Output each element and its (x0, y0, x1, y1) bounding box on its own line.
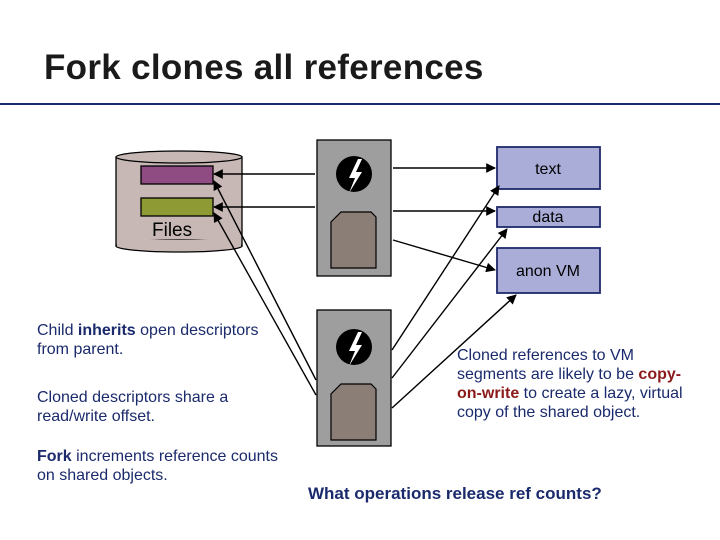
segment-text-box (496, 146, 601, 190)
child-reference-arrows (213, 180, 517, 409)
segment-data-label: data (532, 209, 563, 226)
slide-title: Fork clones all references (44, 48, 484, 87)
child-memory-space (330, 383, 377, 441)
segment-anon-vm-box (496, 247, 601, 294)
file-descriptor-purple (140, 165, 214, 185)
segment-anon-vm-label: anon VM (516, 263, 580, 280)
note-inherits: Child inherits open descriptors from par… (37, 322, 259, 358)
title-rule (0, 103, 720, 105)
note-fork-increments: Fork increments reference counts on shar… (37, 448, 278, 484)
files-label: Files (152, 220, 192, 241)
note-copy-on-write: Cloned references to VM segments are lik… (457, 347, 683, 421)
question-text: What operations release ref counts? (308, 484, 602, 503)
parent-reference-arrows (213, 163, 496, 273)
parent-memory-space (330, 211, 377, 269)
file-descriptor-green (140, 197, 214, 217)
child-process (316, 309, 392, 447)
parent-process (316, 139, 392, 277)
segment-text-label: text (535, 161, 561, 178)
note-shared-offset: Cloned descriptors share a read/write of… (37, 389, 229, 425)
segment-data-box (496, 206, 601, 228)
